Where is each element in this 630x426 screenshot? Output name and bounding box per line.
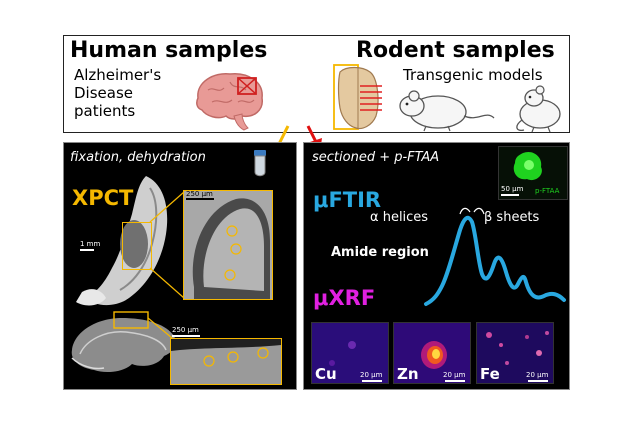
alpha-helices-label: α helices: [370, 210, 429, 225]
xpct-zoom-cortex-image: [170, 338, 282, 385]
zn-label: Zn: [397, 365, 419, 383]
beta-sheets-label: β sheets: [484, 210, 540, 225]
zoom-region-top: [122, 222, 152, 270]
rodent-brain-icon: [333, 64, 382, 130]
xpct-hemisphere-image: [76, 176, 168, 306]
scale-250-bottom-bar: [172, 335, 200, 337]
scale-1mm-label: 1 mm: [80, 240, 101, 248]
human-sub-line-2: Disease: [74, 84, 133, 102]
xpct-sagittal-image: [71, 311, 176, 372]
scale-20-fe-label: 20 μm: [526, 371, 549, 379]
human-samples-title: Human samples: [70, 38, 268, 63]
human-sub-line-3: patients: [74, 102, 136, 120]
human-brain-icon: [196, 73, 263, 131]
pftaa-inset-image: [498, 146, 568, 200]
scale-250-bottom-label: 250 μm: [172, 326, 199, 334]
rodent-sub-line: Transgenic models: [403, 66, 543, 84]
zoom-connector-lines: [149, 191, 185, 299]
scale-20-fe-bar: [528, 380, 548, 382]
tube-icon: [254, 150, 266, 177]
scale-250-top-bar: [186, 198, 214, 200]
left-prep-label: fixation, dehydration: [70, 150, 206, 165]
human-sub-line-1: Alzheimer's: [74, 66, 162, 84]
scale-20-cu-label: 20 μm: [360, 371, 383, 379]
right-prep-label: sectioned + p-FTAA: [312, 150, 440, 165]
scale-20-zn-label: 20 μm: [443, 371, 466, 379]
scale-20-cu-bar: [362, 380, 382, 382]
zoom-connector-lines-bottom: [148, 317, 173, 339]
fe-label: Fe: [480, 365, 500, 383]
inset-scale-label: 50 μm: [501, 185, 524, 193]
xrf-cu-map: [311, 322, 389, 384]
ftir-spectrum-curve: [424, 207, 566, 306]
scale-20-zn-bar: [445, 380, 465, 382]
xrf-fe-map: [476, 322, 554, 384]
xpct-zoom-hippocampus-image: [183, 190, 273, 300]
xrf-label: μXRF: [313, 286, 376, 310]
inset-scale-bar: [501, 194, 519, 196]
scale-1mm-bar: [80, 249, 94, 251]
samples-box: [63, 35, 570, 133]
ftir-label: μFTIR: [313, 188, 382, 212]
mouse-icon: [399, 90, 495, 132]
xpct-label: XPCT: [72, 186, 134, 210]
scale-250-top-label: 250 μm: [186, 190, 213, 198]
rodent-samples-title: Rodent samples: [356, 38, 555, 63]
xrf-zn-map: [393, 322, 471, 384]
inset-stain-label: p-FTAA: [535, 187, 560, 195]
cu-label: Cu: [315, 365, 337, 383]
mouse-icon: [516, 85, 561, 133]
amide-region-label: Amide region: [331, 245, 429, 260]
